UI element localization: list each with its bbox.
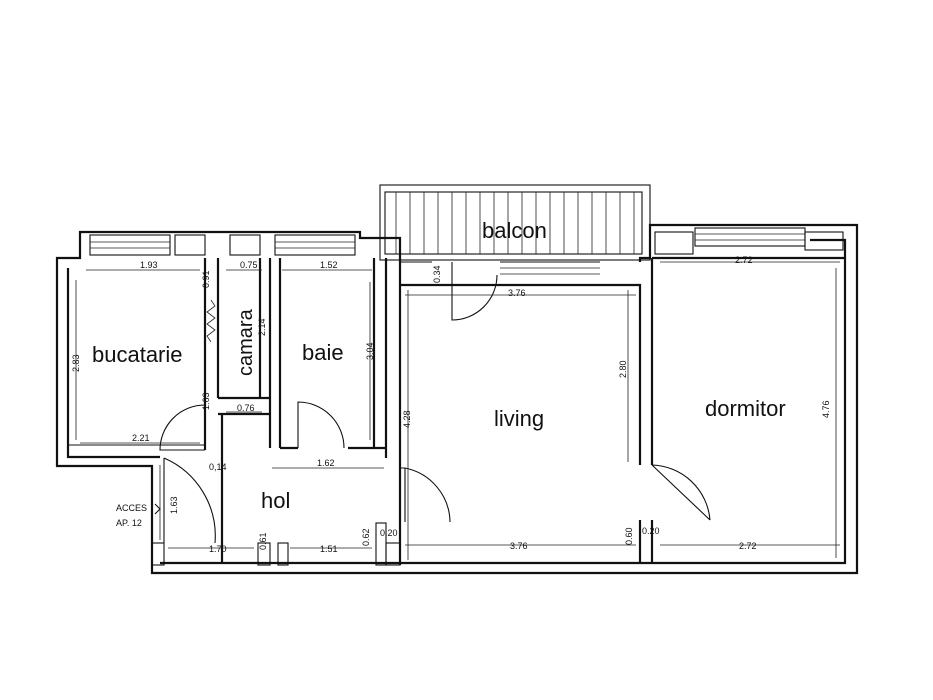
inner-bottom-wall: [160, 238, 847, 565]
dim-corr-014: 0,14: [209, 462, 227, 472]
dim-hol-b2: 0.61: [258, 532, 268, 550]
dim-baie-height: 3.04: [365, 342, 375, 360]
outer-wall: [55, 223, 859, 575]
inner-walls: [68, 256, 845, 566]
window-bedroom: [694, 227, 806, 247]
dim-hol-b5: 0.20: [380, 528, 398, 538]
kitchen-door: [159, 404, 206, 451]
entry-door: [163, 457, 216, 544]
dim-hol-b1: 1.70: [209, 544, 227, 554]
dim-liv-height-right: 2.80: [618, 360, 628, 378]
label-bucatarie: bucatarie: [92, 342, 183, 367]
dim-hol-b3: 1.51: [320, 544, 338, 554]
dim-liv-bottom: 3.76: [510, 541, 528, 551]
window-kitchen: [89, 234, 171, 256]
bedroom-door: [651, 464, 711, 521]
label-camara: camara: [235, 308, 257, 376]
dim-dorm-bottom: 2.72: [739, 541, 757, 551]
label-balcon: balcon: [482, 218, 547, 243]
dim-cam-width: 0.75: [240, 260, 258, 270]
balcony-slats: [395, 192, 635, 254]
dim-hol-left: 1.63: [169, 496, 179, 514]
balcony: [379, 184, 651, 261]
access-line-1: ACCES: [116, 503, 147, 513]
wall-pier-2: [229, 234, 261, 256]
inner-outer-wall: [66, 268, 160, 459]
balcony-outer-rail: [379, 184, 651, 261]
label-living: living: [494, 406, 544, 431]
dim-hol-top: 1.62: [317, 458, 335, 468]
dim-dorm-top: 2.72: [735, 255, 753, 265]
dim-hol-b4: 0.62: [361, 528, 371, 546]
dim-liv-060: 0.60: [624, 527, 634, 545]
dim-bal-034: 0.34: [432, 265, 442, 283]
outer-walls: [55, 223, 859, 575]
room-labels: balcon bucatarie camara baie living dorm…: [92, 218, 786, 513]
dim-buc-height: 2.83: [71, 354, 81, 372]
wall-pier-bed: [654, 231, 694, 255]
access-arrow-icon: [154, 503, 161, 515]
wall-pier-1: [174, 234, 206, 256]
pantry-folding-door: [206, 299, 216, 343]
dim-buc-side-top: 0.91: [201, 270, 211, 288]
dim-liv-020: 0.20: [642, 526, 660, 536]
label-hol: hol: [261, 488, 290, 513]
access-line-2: AP. 12: [116, 518, 142, 528]
dim-buc-width: 1.93: [140, 260, 158, 270]
dim-liv-height-left: 4.28: [402, 410, 412, 428]
dimension-lines: [75, 261, 840, 560]
balcony-door: [451, 262, 498, 321]
dim-cam-height: 2.14: [257, 318, 267, 336]
dim-baie-width: 1.52: [320, 260, 338, 270]
wall-pier-bed-2: [804, 231, 844, 251]
dim-liv-top: 3.76: [508, 288, 526, 298]
label-baie: baie: [302, 340, 344, 365]
balcony-inner-rail: [384, 191, 643, 255]
bath-door: [297, 401, 345, 449]
dim-buc-side-bottom: 1.63: [201, 392, 211, 410]
window-bath: [274, 234, 356, 256]
dim-buc-bottom: 2.21: [132, 433, 150, 443]
doors: [159, 262, 711, 544]
living-door: [400, 467, 451, 523]
dimension-texts: 1.93 2.83 2.21 0.91 1.63 0.75 2.14 0.76 …: [71, 255, 831, 554]
dim-dorm-height: 4.76: [821, 400, 831, 418]
access-label: ACCES AP. 12: [116, 503, 161, 528]
dim-cam-bottom: 0.76: [237, 403, 255, 413]
label-dormitor: dormitor: [705, 396, 786, 421]
